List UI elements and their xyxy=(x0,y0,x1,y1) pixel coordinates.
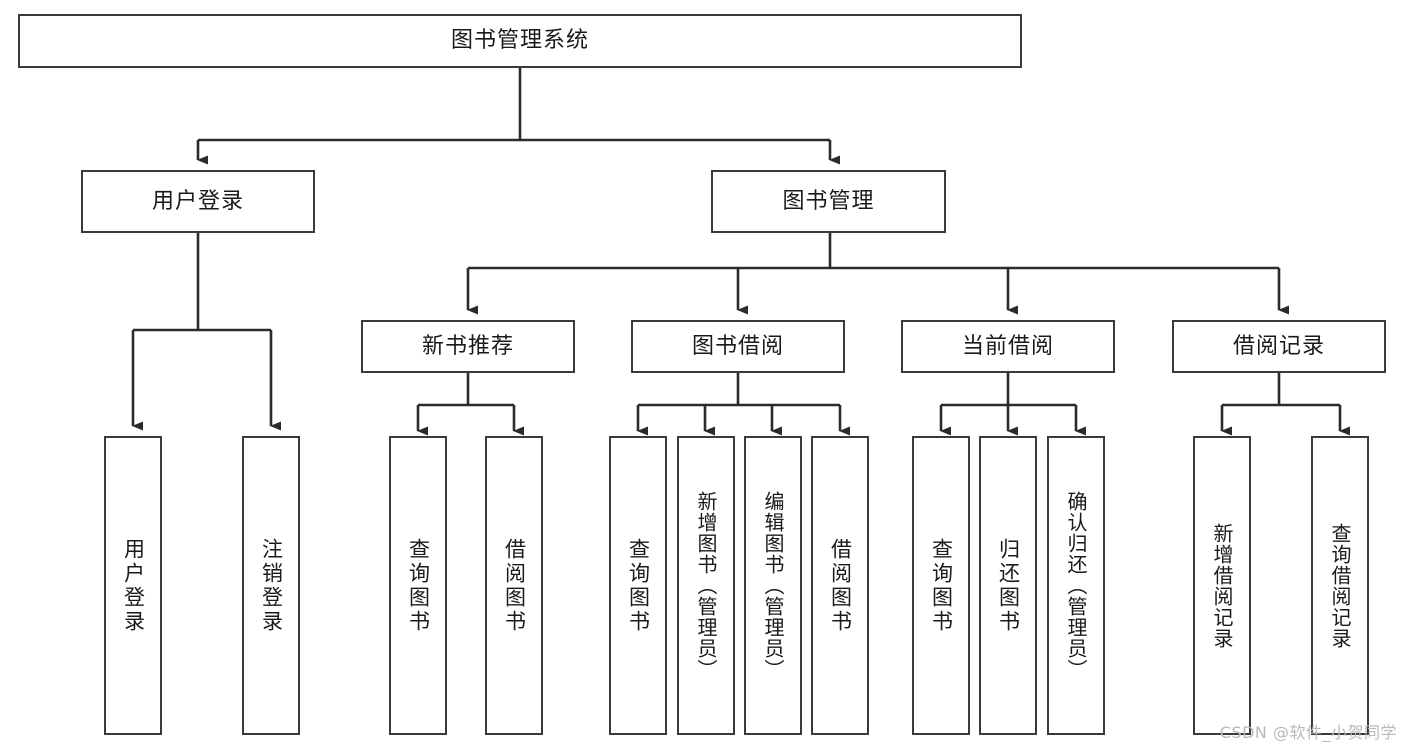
node-current-borrow[interactable]: 当前借阅 xyxy=(901,320,1115,373)
node-book-borrow[interactable]: 图书借阅 xyxy=(631,320,845,373)
watermark-text: CSDN @软件_小贺同学 xyxy=(1219,723,1397,742)
node-leaf-user-logout[interactable]: 注销登录 xyxy=(242,436,300,735)
node-leaf-borrow-book-2[interactable]: 借阅图书 xyxy=(811,436,869,735)
node-leaf-borrow-book-2-label: 借阅图书 xyxy=(828,537,853,634)
node-leaf-query-record-label: 查询借阅记录 xyxy=(1328,522,1352,649)
node-leaf-add-book[interactable]: 新增图书（管理员） xyxy=(677,436,735,735)
node-leaf-user-logout-label: 注销登录 xyxy=(259,537,284,634)
node-borrow-record[interactable]: 借阅记录 xyxy=(1172,320,1386,373)
node-leaf-user-login[interactable]: 用户登录 xyxy=(104,436,162,735)
node-leaf-query-book-1-label: 查询图书 xyxy=(406,537,431,634)
node-leaf-query-book-2[interactable]: 查询图书 xyxy=(609,436,667,735)
node-new-book-recommend[interactable]: 新书推荐 xyxy=(361,320,575,373)
node-root[interactable]: 图书管理系统 xyxy=(18,14,1022,68)
node-leaf-add-record[interactable]: 新增借阅记录 xyxy=(1193,436,1251,735)
node-leaf-query-book-3[interactable]: 查询图书 xyxy=(912,436,970,735)
node-borrow-record-label: 借阅记录 xyxy=(1232,333,1325,359)
node-leaf-add-book-label: 新增图书（管理员） xyxy=(694,491,718,680)
node-leaf-query-book-3-label: 查询图书 xyxy=(929,537,954,634)
node-leaf-confirm-return[interactable]: 确认归还（管理员） xyxy=(1047,436,1105,735)
node-leaf-user-login-label: 用户登录 xyxy=(121,537,146,634)
node-leaf-borrow-book-1-label: 借阅图书 xyxy=(502,537,527,634)
node-book-borrow-label: 图书借阅 xyxy=(691,333,784,359)
node-leaf-query-book-1[interactable]: 查询图书 xyxy=(389,436,447,735)
node-root-label: 图书管理系统 xyxy=(450,28,589,54)
node-new-book-recommend-label: 新书推荐 xyxy=(421,333,514,359)
node-book-management[interactable]: 图书管理 xyxy=(711,170,946,233)
node-user-login-label: 用户登录 xyxy=(151,188,244,214)
node-leaf-return-book[interactable]: 归还图书 xyxy=(979,436,1037,735)
node-leaf-confirm-return-label: 确认归还（管理员） xyxy=(1064,491,1088,680)
node-leaf-return-book-label: 归还图书 xyxy=(996,537,1021,634)
node-leaf-edit-book[interactable]: 编辑图书（管理员） xyxy=(744,436,802,735)
node-current-borrow-label: 当前借阅 xyxy=(961,333,1054,359)
node-user-login[interactable]: 用户登录 xyxy=(81,170,315,233)
node-leaf-edit-book-label: 编辑图书（管理员） xyxy=(761,491,785,680)
node-leaf-add-record-label: 新增借阅记录 xyxy=(1210,522,1234,649)
node-leaf-query-record[interactable]: 查询借阅记录 xyxy=(1311,436,1369,735)
node-book-management-label: 图书管理 xyxy=(782,188,875,214)
node-leaf-query-book-2-label: 查询图书 xyxy=(626,537,651,634)
node-leaf-borrow-book-1[interactable]: 借阅图书 xyxy=(485,436,543,735)
